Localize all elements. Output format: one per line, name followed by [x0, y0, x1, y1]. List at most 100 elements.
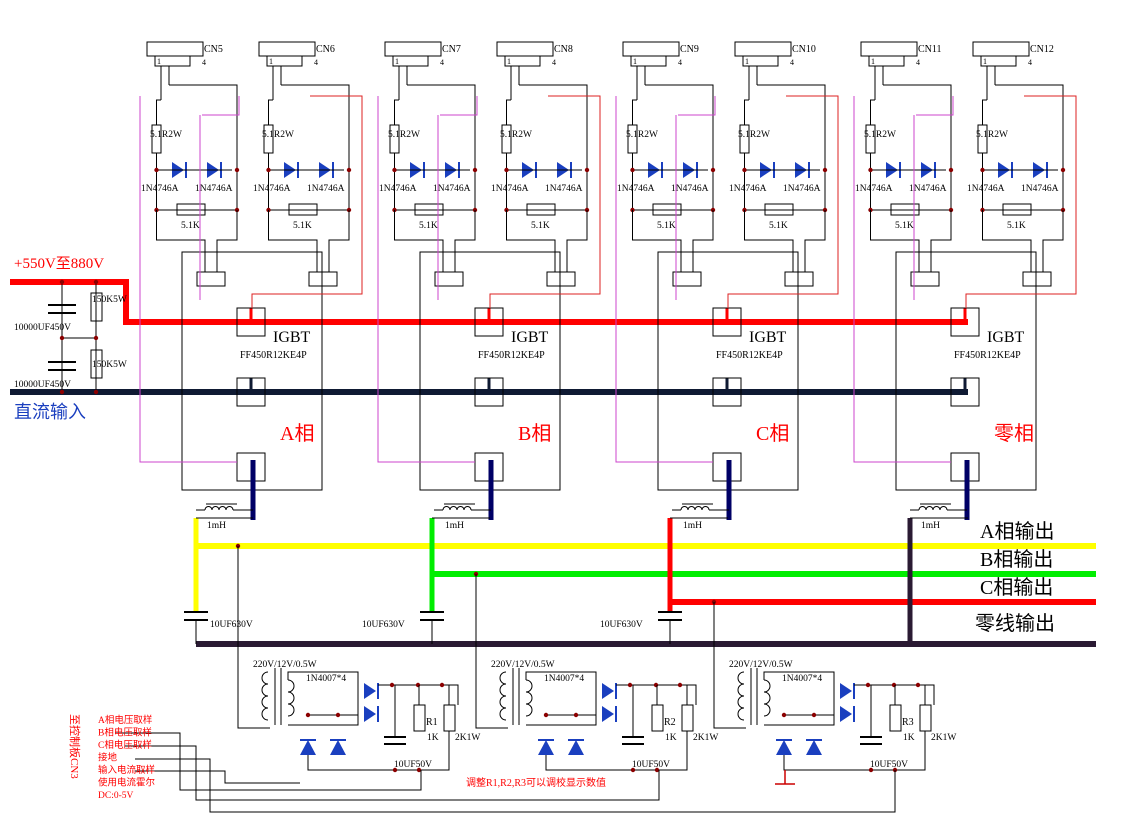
- igbt-label: IGBT: [273, 329, 311, 346]
- igbt-part-label: FF450R12KE4P: [478, 350, 545, 361]
- bridge-diode: [806, 740, 822, 755]
- transformer-secondary: [525, 679, 533, 693]
- series-resistor-label: 5.1R2W: [976, 130, 1008, 140]
- gate-resistor: [288, 203, 318, 216]
- igbt-terminal: [712, 307, 742, 337]
- wire: [287, 671, 359, 726]
- gate-wire-red: [251, 95, 363, 308]
- wire: [525, 671, 597, 726]
- transformer-primary: [499, 671, 507, 685]
- junction-dot: [948, 167, 954, 173]
- inductor-coil: [939, 506, 948, 511]
- junction-dot: [630, 767, 636, 773]
- signal-label: 使用电流霍尔: [98, 777, 156, 789]
- r-value-label: 1K: [665, 733, 677, 743]
- gate-resistor: [764, 203, 794, 216]
- gate-terminal: [546, 271, 576, 287]
- connector-pins: [630, 55, 667, 67]
- connector-header: [384, 41, 442, 57]
- wire: [982, 99, 987, 125]
- transformer-label: 220V/12V/0.5W: [491, 660, 555, 670]
- junction-dot: [627, 682, 633, 688]
- bridge-diode: [602, 683, 614, 699]
- pin-label: 1: [269, 57, 273, 66]
- connector-pins: [742, 55, 779, 67]
- transformer-primary: [499, 707, 507, 721]
- junction-dot: [392, 767, 398, 773]
- wire: [307, 731, 450, 771]
- transformer-secondary: [763, 691, 771, 705]
- gate-resistor: [176, 203, 206, 216]
- zener-label: 1N4746A: [729, 184, 767, 194]
- load-resistor: [443, 704, 456, 732]
- wire: [237, 660, 270, 729]
- adjust-resistor-label: R2: [664, 717, 676, 728]
- inductor-coil: [204, 506, 213, 511]
- bridge-diode: [538, 740, 554, 755]
- inductor-coil: [225, 506, 234, 511]
- sampling-cap-label: 10UF50V: [632, 760, 670, 770]
- capacitor-label: 10000UF450V: [14, 380, 71, 390]
- signal-label: B相电压取样: [98, 727, 152, 739]
- zener-label: 1N4746A: [195, 184, 233, 194]
- transformer-secondary: [287, 703, 295, 717]
- junction-dot: [504, 167, 509, 173]
- inductor-coil: [701, 506, 710, 511]
- gate-wire-red: [727, 95, 839, 308]
- connector-header: [734, 41, 792, 57]
- igbt-terminal: [474, 377, 504, 407]
- junction-dot: [93, 279, 99, 285]
- bridge-diode: [568, 740, 584, 755]
- output-line-label: A相输出: [980, 520, 1054, 543]
- output-line-label: C相输出: [980, 576, 1053, 599]
- zener-label: 1N4746A: [855, 184, 893, 194]
- connector-label: CN8: [554, 44, 573, 55]
- igbt-terminal: [236, 307, 266, 337]
- phase-label: B相: [518, 422, 551, 445]
- zener-label: 1N4746A: [253, 184, 291, 194]
- junction-dot: [654, 767, 660, 773]
- pin-label: 1: [507, 57, 511, 66]
- r-load-label: 2K1W: [931, 733, 956, 743]
- bridge-diode: [330, 740, 346, 755]
- connector-label: CN11: [918, 44, 942, 55]
- connector-label: CN10: [792, 44, 816, 55]
- connector-label: CN12: [1030, 44, 1054, 55]
- pin-label: 1: [157, 57, 161, 66]
- gate-resistor-label: 5.1K: [293, 221, 312, 231]
- pin-lead: [883, 84, 952, 125]
- connector-label: CN7: [442, 44, 461, 55]
- transformer-secondary: [763, 679, 771, 693]
- signal-wire: [125, 745, 660, 801]
- zener-label: 1N4746A: [783, 184, 821, 194]
- wire: [268, 210, 318, 272]
- bridge-label: 1N4007*4: [782, 674, 822, 684]
- pin-label: 4: [1028, 58, 1032, 67]
- wire: [506, 210, 556, 272]
- igbt-terminal: [950, 377, 980, 407]
- gate-resistor: [526, 203, 556, 216]
- gate-terminal: [434, 271, 464, 287]
- pin-lead: [757, 84, 826, 125]
- inductor-coil: [442, 506, 451, 511]
- junction-dot: [980, 167, 985, 173]
- junction-dot: [742, 167, 747, 173]
- junction-dot: [472, 167, 478, 173]
- calibration-note: 调整R1,R2,R3可以调校显示数值: [466, 776, 606, 789]
- zener-label: 1N4746A: [671, 184, 709, 194]
- wire: [328, 210, 350, 272]
- phase-label: C相: [756, 422, 789, 445]
- transformer-secondary: [763, 703, 771, 717]
- series-resistor-label: 5.1R2W: [150, 130, 182, 140]
- igbt-terminal: [236, 377, 266, 407]
- transformer-secondary: [525, 691, 533, 705]
- signal-label: 输入电流取样: [98, 764, 155, 776]
- load-resistor: [681, 704, 694, 732]
- wire: [744, 99, 749, 125]
- dc-positive-bus: [10, 279, 968, 325]
- pin-label: 4: [790, 58, 794, 67]
- junction-dot: [335, 712, 341, 718]
- igbt-module: [895, 251, 1037, 491]
- gate-resistor-label: 5.1K: [769, 221, 788, 231]
- pin-lead: [169, 84, 238, 125]
